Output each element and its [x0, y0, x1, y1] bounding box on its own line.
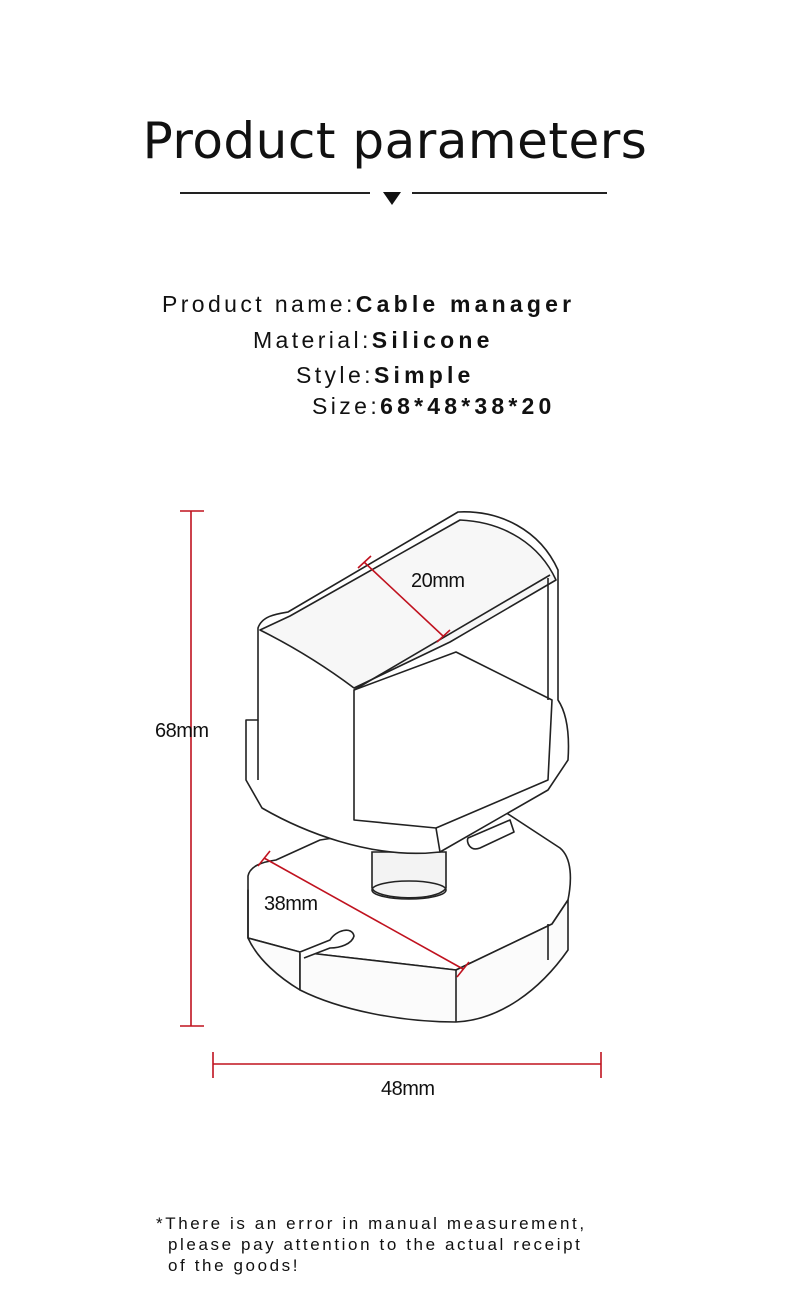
dimension-label-width: 48mm	[381, 1078, 435, 1100]
disclaimer-line: *There is an error in manual measurement…	[156, 1214, 587, 1233]
param-value: Simple	[373, 362, 475, 388]
param-value: Cable manager	[355, 291, 576, 317]
param-label: Material:	[253, 327, 372, 353]
dim-line-base-depth	[263, 857, 464, 970]
param-label: Size:	[312, 393, 381, 419]
param-material: Material:Silicone	[253, 327, 494, 354]
title-divider-left	[180, 192, 370, 194]
disclaimer-line: please pay attention to the actual recei…	[168, 1235, 583, 1254]
param-product-name: Product name:Cable manager	[162, 291, 575, 318]
disclaimer-line: of the goods!	[168, 1256, 301, 1275]
measurement-disclaimer: *There is an error in manual measurement…	[156, 1213, 587, 1276]
dimension-lines	[180, 510, 602, 1078]
dimension-label-height: 68mm	[155, 720, 209, 742]
page-title: Product parameters	[142, 112, 648, 170]
param-size: Size:68*48*38*20	[312, 393, 556, 420]
down-arrow-icon	[383, 192, 401, 205]
clip-outline	[245, 511, 570, 855]
neck-outline	[371, 851, 447, 900]
param-value: 68*48*38*20	[380, 393, 556, 419]
param-value: Silicone	[371, 327, 494, 353]
dimension-label-top-width: 20mm	[411, 570, 465, 592]
dim-line-top-width	[363, 561, 444, 637]
dimension-label-base-depth: 38mm	[264, 893, 318, 915]
param-style: Style:Simple	[296, 362, 475, 389]
param-label: Style:	[296, 362, 374, 388]
title-divider-right	[412, 192, 607, 194]
param-label: Product name:	[162, 291, 356, 317]
